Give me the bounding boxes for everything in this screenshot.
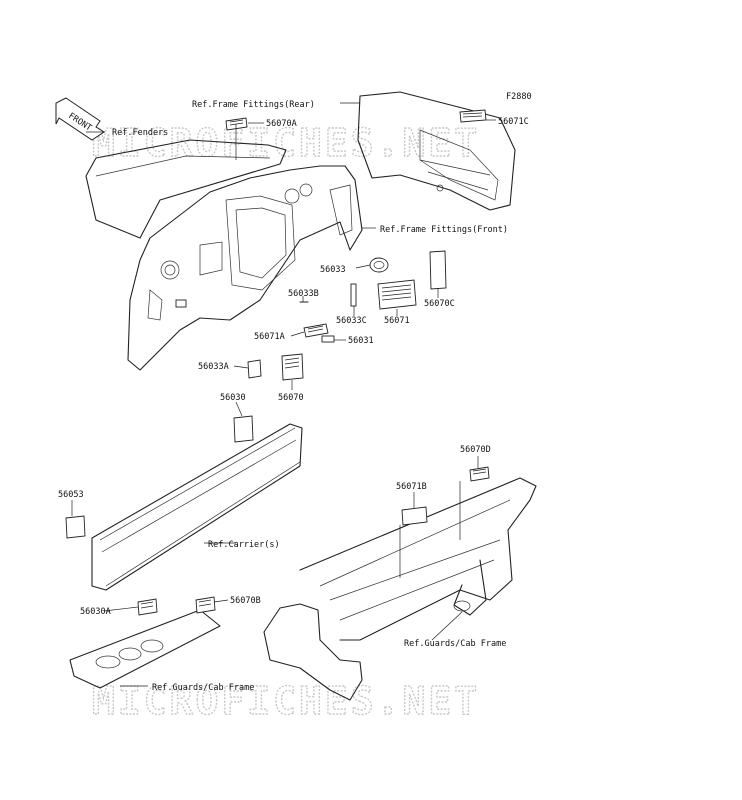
figure-code: F2880 (506, 92, 532, 102)
part-label-56053: 56053 (58, 490, 84, 500)
carrier-drawing (91, 423, 303, 591)
decal-56030 (233, 415, 254, 443)
part-label-56030A: 56030A (80, 607, 111, 617)
decal-56033C (350, 283, 357, 307)
ref-carrier: Ref.Carrier(s) (208, 540, 280, 550)
part-label-56033C: 56033C (336, 316, 367, 326)
decal-56053 (65, 515, 86, 539)
part-label-56070A: 56070A (266, 119, 297, 129)
part-label-56070D: 56070D (460, 445, 491, 455)
part-label-56070: 56070 (278, 393, 304, 403)
part-label-56033: 56033 (320, 265, 346, 275)
decal-56070 (281, 353, 304, 381)
skid-plate-drawing (69, 609, 221, 689)
decal-56030A (137, 598, 158, 616)
cab-frame-drawing (263, 477, 537, 701)
part-label-56071A: 56071A (254, 332, 285, 342)
decal-56071B (401, 506, 428, 526)
part-label-56071C: 56071C (498, 117, 529, 127)
watermark-bottom: MICROFICHES.NET (92, 679, 480, 723)
watermark-top: MICROFICHES.NET (92, 121, 480, 165)
clamp-56033 (369, 257, 389, 273)
ref-guards-right: Ref.Guards/Cab Frame (404, 639, 506, 649)
leader-lines (71, 102, 496, 687)
decal-56031 (321, 335, 335, 343)
ref-frame-front: Ref.Frame Fittings(Front) (380, 225, 508, 235)
part-label-56033B: 56033B (288, 289, 319, 299)
decal-56070D (469, 466, 490, 482)
front-arrow-icon: FRONT (55, 97, 105, 141)
front-panel-drawing (85, 91, 516, 371)
part-label-56033A: 56033A (198, 362, 229, 372)
decal-56071A (303, 323, 329, 338)
part-label-56071: 56071 (384, 316, 410, 326)
ref-frame-rear: Ref.Frame Fittings(Rear) (192, 100, 315, 110)
decal-56070B (195, 596, 216, 614)
part-label-56070C: 56070C (424, 299, 455, 309)
part-label-56030: 56030 (220, 393, 246, 403)
decal-56033A (247, 359, 262, 379)
ref-guards-bottom: Ref.Guards/Cab Frame (152, 683, 254, 693)
part-label-56070B: 56070B (230, 596, 261, 606)
decal-56071 (377, 279, 417, 310)
decal-56070C (429, 250, 447, 290)
part-label-56031: 56031 (348, 336, 374, 346)
decal-56070A (225, 117, 248, 131)
part-label-56071B: 56071B (396, 482, 427, 492)
ref-fenders: Ref.Fenders (112, 128, 168, 138)
decal-56071C (459, 109, 487, 123)
